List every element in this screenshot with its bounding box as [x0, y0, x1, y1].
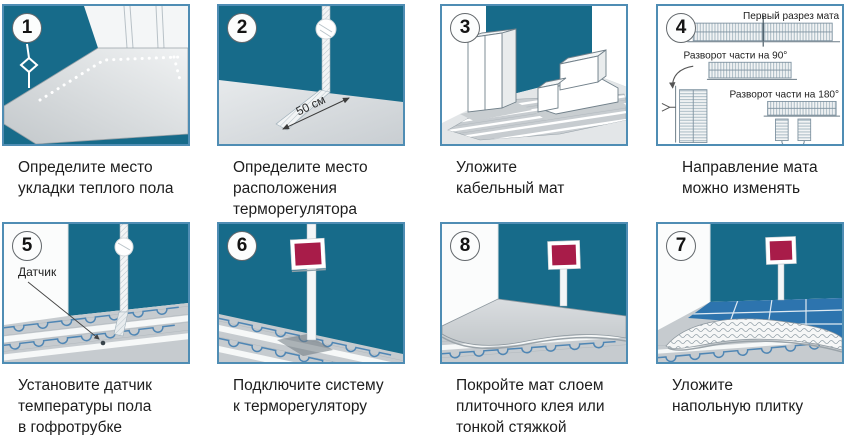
step-panel-2: 50 см 2 Определите место расположения те… [217, 4, 425, 220]
step-caption: Определите место укладки теплого пола [18, 159, 174, 197]
dotted-layout-outline [38, 55, 182, 102]
step-4-illustration: Первый разрез мата Разворот части на 90°… [656, 4, 844, 146]
step-panel-8: 7 Уложите напольную плитку [656, 222, 850, 417]
conduit-shadow [277, 334, 333, 356]
wardrobe [467, 28, 517, 113]
screed-layer [442, 298, 626, 350]
room-with-mat-drawing [442, 6, 626, 144]
thermostat-icon [765, 236, 797, 265]
heating-cable [4, 306, 179, 332]
sensor-label: Датчик [18, 265, 57, 279]
step-number-badge: 8 [450, 231, 480, 261]
step-5-illustration: Датчик 5 [2, 222, 190, 364]
step-caption: Направление мата можно изменять [682, 159, 818, 197]
step-caption: Подключите систему к терморегулятору [233, 377, 384, 415]
step-caption: Определите место расположения терморегул… [233, 159, 368, 218]
conduit-strip [306, 224, 317, 341]
thermostat-icon [289, 237, 327, 273]
step-panel-4: Первый разрез мата Разворот части на 90°… [656, 4, 850, 199]
step-panel-1: 1 Определите место укладки теплого пола [2, 4, 210, 199]
conduit-strip [777, 263, 785, 301]
step-panel-7: 8 Покройте мат слоем плиточного клея или… [440, 222, 648, 435]
bare-floor [4, 47, 188, 144]
sensor-pointer-arrow [27, 281, 100, 340]
step-number-badge: 1 [12, 13, 42, 43]
cable-mat-with-sensor [4, 303, 188, 362]
turn-90-label: Разворот части на 90° [683, 50, 787, 61]
step-panel-5: Датчик 5 Установите датчик температуры п… [2, 222, 210, 435]
mat-turn-90-diagram [661, 61, 797, 143]
conduit-strip [113, 224, 134, 337]
step-caption: Установите датчик температуры пола в гоф… [18, 377, 152, 435]
step-6-illustration: 6 [217, 222, 405, 364]
step-caption: Уложите кабельный мат [456, 159, 565, 197]
step-2-illustration: 50 см 2 [217, 4, 405, 146]
thermostat-icon [547, 240, 581, 270]
step-number-badge: 2 [227, 13, 257, 43]
mat-cutting-diagram: Первый разрез мата Разворот части на 90°… [658, 7, 842, 144]
armchair [537, 49, 619, 115]
step-caption: Покройте мат слоем плиточного клея или т… [456, 377, 605, 435]
mat-turn-180-diagram [763, 100, 841, 144]
step-8-illustration: 7 [656, 222, 844, 364]
step-1-illustration: 1 [2, 4, 190, 146]
heating-cable [658, 341, 832, 362]
room-floor-area-drawing [4, 6, 188, 144]
sensor-dot [100, 340, 106, 346]
step-number-badge: 7 [666, 231, 696, 261]
step-caption: Уложите напольную плитку [672, 377, 804, 415]
mat-first-cut-diagram [687, 15, 841, 47]
step-number-badge: 5 [12, 231, 42, 261]
step-3-illustration: 3 [440, 4, 628, 146]
first-cut-label: Первый разрез мата [743, 11, 839, 22]
turn-180-label: Разворот части на 180° [730, 90, 840, 101]
thermostat-marker-icon [19, 43, 39, 88]
heating-cable [219, 337, 392, 362]
step-number-badge: 4 [666, 13, 696, 43]
step-panel-6: 6 Подключите систему к терморегулятору [217, 222, 425, 417]
white-back-wall [84, 6, 188, 49]
heating-cable [442, 340, 616, 359]
step-7-illustration: 8 [440, 222, 628, 364]
tile-laying-drawing [658, 224, 842, 362]
wardrobe-shadow [460, 103, 532, 121]
conduit-strip [559, 267, 568, 307]
screed-layer-drawing [442, 224, 626, 362]
step-number-badge: 3 [450, 13, 480, 43]
heating-cable [4, 324, 175, 350]
conduit-strip [315, 6, 337, 93]
step-panel-3: 3 Уложите кабельный мат [440, 4, 648, 199]
step-number-badge: 6 [227, 231, 257, 261]
